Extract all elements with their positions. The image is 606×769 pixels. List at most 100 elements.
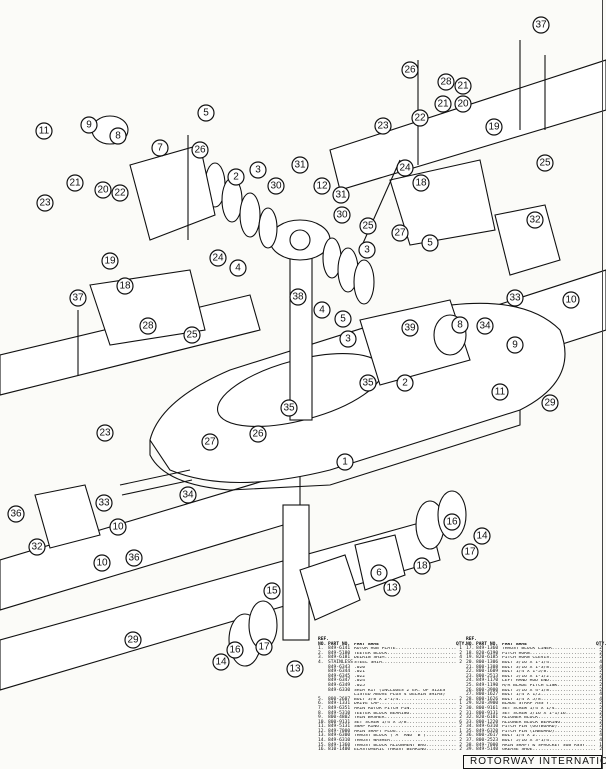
part-name: .020": [354, 665, 368, 670]
blade-strap-right: [329, 59, 606, 191]
part-number: 849-6351: [328, 705, 351, 711]
callout-number: 1: [342, 457, 348, 468]
part-name: THRUST BLOCK ALIGNMENT BRG: [354, 744, 456, 749]
callout-number: 17: [258, 642, 270, 653]
part-name: .022": [354, 674, 368, 679]
callout-number: 24: [399, 163, 411, 174]
callout-number: 18: [119, 281, 131, 292]
callout-balloon: 34: [476, 317, 494, 335]
callout-number: 9: [86, 120, 92, 131]
part-ref: 12.: [318, 728, 327, 734]
part-qty: 2: [599, 655, 602, 661]
callout-balloon: 4: [313, 301, 331, 319]
part-ref: 13.: [318, 733, 327, 739]
callout-balloon: 36: [7, 505, 25, 523]
part-qty: 2: [599, 687, 602, 693]
part-qty: 2: [599, 701, 602, 707]
part-name: MAIN ROTOR PITCH PIN: [354, 707, 456, 712]
part-number: 820-6101: [476, 715, 499, 721]
part-qty: 1: [599, 742, 602, 748]
callout-balloon: 19: [485, 118, 503, 136]
callout-balloon: 29: [541, 394, 559, 412]
part-number: 849-7000: [476, 742, 499, 748]
part-qty: 1: [459, 646, 462, 652]
callout-number: 5: [427, 238, 433, 249]
callout-number: 33: [98, 498, 110, 509]
part-number: 849-6181: [328, 655, 351, 661]
aligner-block-left: [34, 484, 101, 549]
callout-number: 21: [69, 178, 81, 189]
callout-number: 24: [212, 253, 224, 264]
header-no: NO.: [466, 641, 475, 647]
callout-number: 3: [255, 165, 261, 176]
callout-number: 13: [386, 583, 398, 594]
callout-balloon: 12: [313, 177, 331, 195]
callout-number: 31: [335, 190, 347, 201]
header-ref: REF.: [318, 637, 330, 642]
callout-balloon: 1: [336, 453, 354, 471]
callout-number: 18: [416, 561, 428, 572]
part-name: .024": [354, 679, 368, 684]
callout-number: 35: [283, 403, 295, 414]
callout-balloon: 35: [280, 399, 298, 417]
part-ref: 39.: [466, 747, 475, 753]
callout-balloon: 24: [209, 249, 227, 267]
thrust-block-b: [299, 554, 361, 621]
rotor-hub-plate-edge: [149, 410, 521, 491]
part-qty: 1: [459, 728, 462, 734]
part-number: 849-6345: [328, 673, 351, 679]
callout-balloon: 27: [201, 433, 219, 451]
part-ref: 34.: [466, 724, 475, 730]
callout-balloon: 5: [334, 310, 352, 328]
part-name: SNAP RING: [354, 725, 456, 730]
part-name: THRUST WASHER: [354, 739, 456, 744]
part-number: 849-6343: [328, 664, 351, 670]
callout-balloon: 11: [491, 383, 509, 401]
part-number: 800-2523: [476, 738, 499, 744]
callout-balloon: 10: [109, 518, 127, 536]
part-number: 800-1626: [476, 696, 499, 702]
callout-number: 13: [289, 664, 301, 675]
part-name: BOLT 5/16 X 4-1/8: [502, 689, 596, 694]
part-ref: 27.: [466, 692, 475, 698]
part-name: THRUST BLOCK LINER: [502, 647, 596, 652]
callout-balloon: 31: [332, 186, 350, 204]
part-name: ROTOR HUB PLATE: [354, 647, 456, 652]
part-number: 800-1627: [476, 692, 499, 698]
callout-number: 3: [345, 334, 351, 345]
part-ref: 9.: [318, 715, 324, 721]
callout-balloon: 37: [532, 16, 550, 34]
part-ref: 21.: [466, 664, 475, 670]
callout-number: 22: [114, 188, 126, 199]
callout-balloon: 14: [212, 653, 230, 671]
part-ref: 16.: [318, 747, 327, 753]
callout-balloon: 17: [461, 543, 479, 561]
callout-number: 8: [115, 131, 121, 142]
part-name: TEETER BLOCK BEARING: [354, 712, 456, 717]
callout-balloon: 2: [396, 374, 414, 392]
part-name: BLADE STRAP ASS'Y: [502, 702, 596, 707]
callout-balloon: 35: [359, 374, 377, 392]
callout-number: 16: [446, 517, 458, 528]
part-name: MAIN SHAFT & SPROCKET SUB ASSY: [502, 744, 596, 749]
callout-balloon: 17: [255, 638, 273, 656]
part-number: 849-7000: [328, 728, 351, 734]
part-number: 849-1360: [328, 742, 351, 748]
callout-balloon: 18: [412, 174, 430, 192]
part-ref: 19.: [466, 655, 475, 661]
